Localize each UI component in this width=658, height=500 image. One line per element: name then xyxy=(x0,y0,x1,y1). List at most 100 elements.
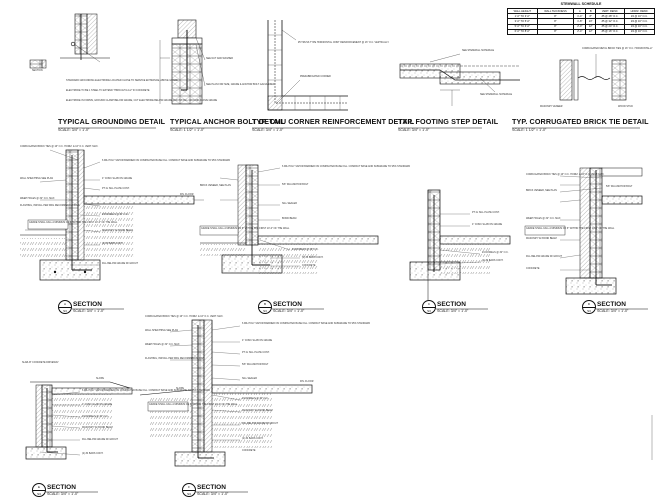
section-e-title: SECTION xyxy=(47,484,76,491)
sec-e-note-masonry: MASONRY W/ BOND BEAM xyxy=(82,426,113,429)
brick-tie-note-1: CORRUGATED METAL BRICK TIES @ 16" O.C. H… xyxy=(582,47,653,50)
sec-f-note-poly: 6 MIL POLY VAPOR BARRIER ON COMPACTED BA… xyxy=(242,322,371,325)
footing-step-detail-scale: SCALE: 3/4" = 1'-0" xyxy=(398,128,430,132)
sec-d-note-anchor: 5/8" DIA ANCHOR BOLT xyxy=(606,185,633,188)
section-marker-sheet: S3 xyxy=(63,309,67,313)
sec-f-note-sill: SILL SEALER xyxy=(242,377,257,380)
grounding-detail-title: TYPICAL GROUNDING DETAIL xyxy=(58,117,166,126)
sec-f-note-plate: PT 2x SILL PLATE CONT. xyxy=(242,351,270,354)
sec-a-note-corr: CORRUGATED BRICK TIES @ 16" O.C. HORIZ. … xyxy=(20,145,99,148)
sec-e-note-drive: SLAB AT CONCRETE DRIVEWAY xyxy=(22,361,59,364)
section-a-scale: SCALE: 3/4" = 1'-0" xyxy=(73,309,105,313)
sec-a-note-weep: WEEP HOLES @ 32" O.C. MAX xyxy=(20,197,55,200)
grounding-note-3: ELECTRODE IN FORMS, GROUND CLAMP BELOW G… xyxy=(66,99,218,102)
section-b-drawing xyxy=(199,164,379,274)
section-a-title: SECTION xyxy=(73,301,102,308)
sec-f-note-wall: WALL SHEATHING SEE PLAN xyxy=(145,329,179,332)
grounding-note-1: STANDARD GROUNDING ELECTRODE LOCATED CLO… xyxy=(66,79,178,82)
section-d-marker: D S3 xyxy=(582,300,596,314)
section-marker-sheet: S3 xyxy=(187,492,191,496)
section-e-scale: SCALE: 3/4" = 1'-0" xyxy=(47,492,79,496)
sec-b-note-poly: 6 MIL POLY VAPOR BARRIER ON COMPACTED BA… xyxy=(282,165,411,168)
sec-e-note-ft: FILL BELOW GRADE W/ GROUT xyxy=(82,438,119,441)
sec-b-note-grade: GRADE SHALL FALL A MINIMUM OF 6" WITHIN … xyxy=(201,227,290,230)
sec-f-note-anchor: 5/8" DIA ANCHOR BOLT xyxy=(242,363,269,366)
sec-d-note-corr: CORRUGATED BRICK TIES @ 16" O.C. HORIZ. … xyxy=(526,173,605,176)
section-marker-sheet: S3 xyxy=(587,309,591,313)
section-b-title: SECTION xyxy=(273,301,302,308)
section-marker-sheet: S3 xyxy=(427,309,431,313)
section-d-title: SECTION xyxy=(597,301,626,308)
footing-step-detail-title: TYP. FOOTING STEP DETAIL xyxy=(398,117,499,126)
schedule-cell: #5 @ 16" O.C. xyxy=(595,28,625,35)
sec-b-note-bar: (2) #4 BARS CONT. xyxy=(302,256,324,259)
sec-f-note-dowel: #4 DOWELS @ 32" O.C. xyxy=(242,397,269,400)
sec-f-note-ft: FILL BELOW GRADE W/ GROUT xyxy=(242,422,279,425)
anchor-note-2: SEE PLAN FOR SIZE, GRADE & ANCHOR BOLT G… xyxy=(206,83,275,86)
sec-a-note-flr: FIN. FLOOR xyxy=(180,193,194,196)
sec-b-note-dowel: #4 DOWELS @ 32" O.C. xyxy=(292,248,319,251)
schedule-cell: 6'-0" TO 8'-0" xyxy=(507,28,538,35)
sec-f-note-bar: (2) #4 BARS CONT. xyxy=(242,437,264,440)
sec-a-note-bar: (2) #4 BARS CONT. xyxy=(102,242,124,245)
grounding-detail-drawing xyxy=(29,13,110,69)
brick-tie-detail-drawing xyxy=(559,54,627,101)
sec-a-note-wall: WALL SHEATHING SEE PLAN xyxy=(20,177,54,180)
schedule-cell: 12" xyxy=(585,28,597,35)
sec-c-note-plate: PT 2x SILL PLATE CONT. xyxy=(472,211,500,214)
brick-tie-note-3: MASONRY VENEER xyxy=(540,105,563,108)
schedule-title: STEMWALL SCHEDULE xyxy=(560,2,602,6)
sec-d-note-mas: BRICK VENEER, SEE PLAN xyxy=(526,189,557,192)
sec-f-note-flash: FLASHING, INSTALL PER MFG RECOMMENDATION… xyxy=(145,357,205,360)
grounding-note-2: ELECTRODE TO BE 1 STEEL TO EXTEND THROUG… xyxy=(66,89,150,92)
anchor-bolt-detail-drawing xyxy=(159,19,206,105)
schedule-cell: 2'-4" xyxy=(573,28,587,35)
sec-a-note-dowel: #4 DOWELS @ 32" O.C. xyxy=(102,213,129,216)
section-marker-num: D xyxy=(583,301,595,308)
section-f-marker: F S3 xyxy=(182,483,196,497)
section-a-marker: A S3 xyxy=(58,300,72,314)
section-e-marker: E S3 xyxy=(32,483,46,497)
sec-e-note-bar: (2) #4 BARS CONT. xyxy=(82,452,104,455)
footing-step-detail-drawing xyxy=(399,53,520,106)
sec-f-note-slope: SLOPE xyxy=(176,387,184,390)
anchor-bolt-detail-title: TYPICAL ANCHOR BOLT DETAIL xyxy=(170,117,285,126)
sec-a-note-poly: 6 MIL POLY VAPOR BARRIER ON COMPACTED BA… xyxy=(102,159,231,162)
schedule-row: 6'-0" TO 8'-0" 8" 2'-4" 12" #5 @ 16" O.C… xyxy=(507,28,656,35)
sec-f-note-grade: GRADE SHALL FALL A MINIMUM OF 6" WITHIN … xyxy=(149,403,238,406)
title-underlines xyxy=(46,127,648,493)
sec-d-note-weep: WEEP HOLES @ 32" O.C. MAX xyxy=(526,217,561,220)
grounding-section-label: SECTION xyxy=(32,69,43,72)
brick-tie-detail-scale: SCALE: 1 1/2" = 1'-0" xyxy=(512,128,547,132)
footing-note-2: SEE STEMWALL SCHEDULE xyxy=(480,93,513,96)
anchor-note-1: SEE NUT AND WASHER xyxy=(206,57,233,60)
anchor-bolt-detail-scale: SCALE: 1 1/2" = 1'-0" xyxy=(170,128,205,132)
sec-f-note-corr: CORRUGATED BRICK TIES @ 16" O.C. HORIZ. … xyxy=(145,315,224,318)
sec-d-note-ft: FILL BELOW GRADE W/ GROUT xyxy=(526,255,563,258)
sec-a-note-grade: GRADE SHALL FALL A MINIMUM OF 6" WITHIN … xyxy=(29,221,118,224)
section-marker-num: E xyxy=(33,484,45,491)
sec-b-note-bond: BOND BEAM xyxy=(282,217,297,220)
sec-f-note-flr: FIN. FLOOR xyxy=(300,380,314,383)
sec-c-note-dowel: #4 DOWELS @ 32" O.C. xyxy=(482,251,509,254)
sec-b-note-sill: SILL SEALER xyxy=(282,202,297,205)
section-c-title: SECTION xyxy=(437,301,466,308)
sec-f-note-masonry: MASONRY W/ BOND BEAM xyxy=(242,409,273,412)
cmu-note-1: #5 TRUSS TYPE HORIZONTAL JOINT REINFORCE… xyxy=(298,41,389,44)
sec-a-note-masonry: MASONRY W/ BOND BEAM xyxy=(102,229,133,232)
sec-b-note-anchor: 5/8" DIA ANCHOR BOLT xyxy=(282,183,309,186)
cmu-corner-detail-drawing xyxy=(267,20,348,111)
section-b-scale: SCALE: 3/4" = 1'-0" xyxy=(273,309,305,313)
footing-note-1: SEE STEMWALL SCHEDULE xyxy=(462,49,495,52)
section-marker-num: A xyxy=(59,301,71,308)
sec-e-note-slope: SLOPE xyxy=(96,377,104,380)
section-d-scale: SCALE: 3/4" = 1'-0" xyxy=(597,309,629,313)
sec-a-note-slab: 4" CONC SLAB ON GRADE xyxy=(102,177,133,180)
sec-e-note-poly: 6 MIL POLY VAPOR BARRIER ON COMPACTED BA… xyxy=(82,389,211,392)
brick-tie-note-2: WOOD STUD xyxy=(618,105,633,108)
cmu-corner-detail-title: TYP. CMU CORNER REINFORCEMENT DETAIL xyxy=(252,117,415,126)
section-marker-num: C xyxy=(423,301,435,308)
sec-a-note-ft: FILL BELOW GRADE W/ GROUT xyxy=(102,262,139,265)
section-marker-num: F xyxy=(183,484,195,491)
